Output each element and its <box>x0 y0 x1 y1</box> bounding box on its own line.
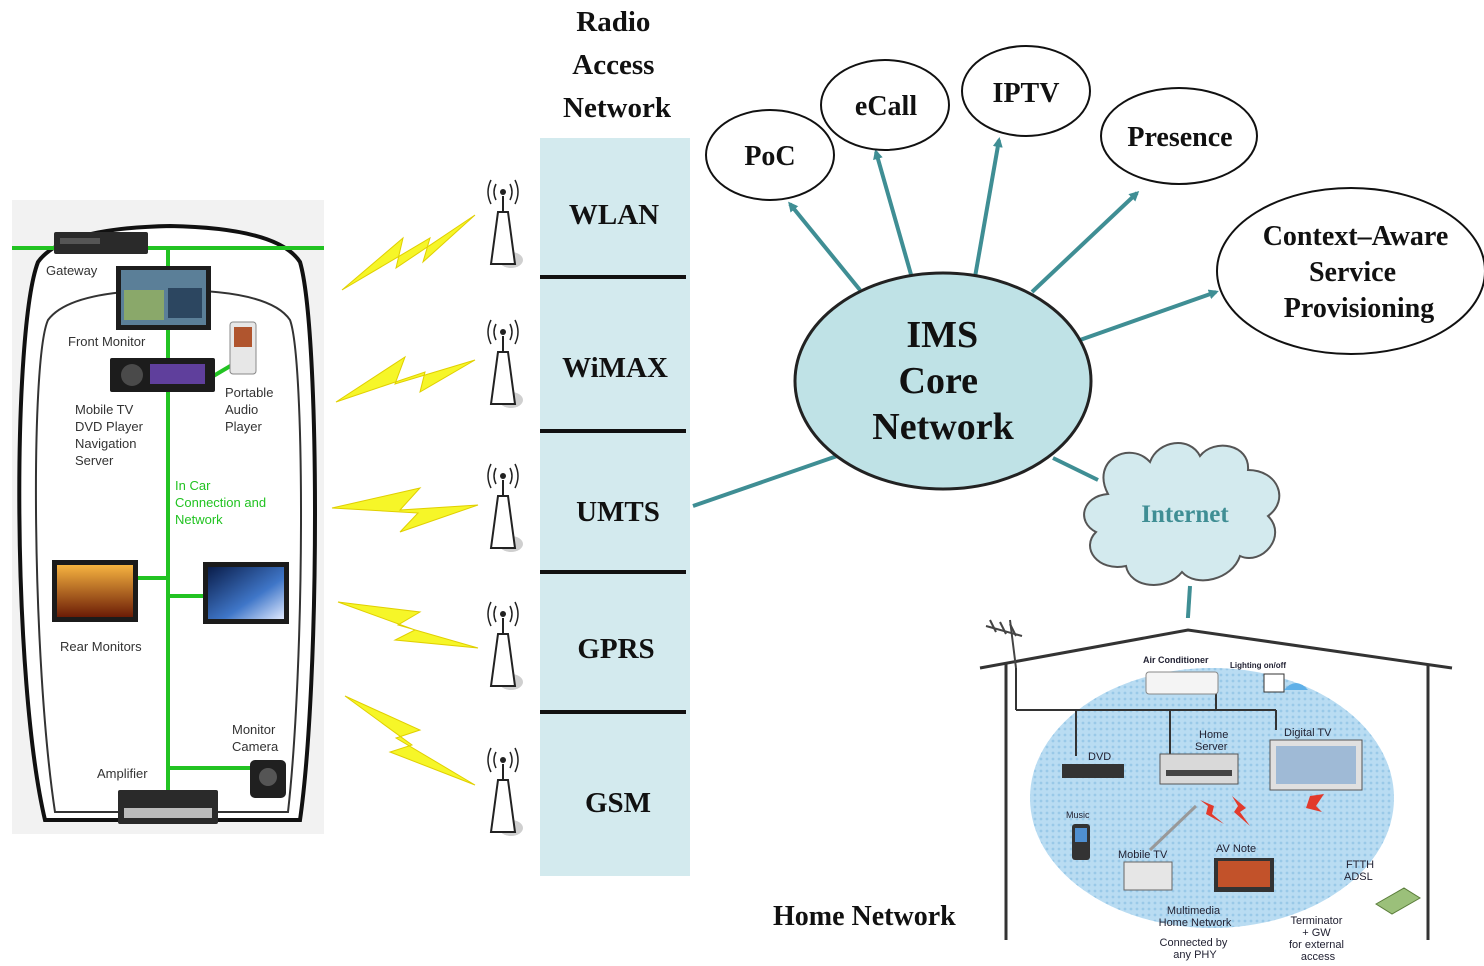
lightning-bolt-gsm <box>344 695 476 786</box>
light-switch-icon <box>1263 673 1285 693</box>
service-presence <box>1100 87 1258 185</box>
ftth-adsl-label: FTTH ADSL <box>1344 859 1377 883</box>
ims-core-label: IMS Core Network <box>872 314 1014 448</box>
service-poc-label: PoC <box>744 141 795 172</box>
service-context-aware <box>1216 187 1484 355</box>
network-label-umts: UMTS <box>576 496 660 528</box>
home-server-device <box>1159 753 1239 785</box>
terminator-label: Terminator + GW for external access <box>1289 915 1347 963</box>
antenna-icon-gprs <box>487 601 523 690</box>
lightning-bolt-gprs <box>337 601 479 649</box>
network-label-wlan: WLAN <box>569 199 659 231</box>
radio-access-network: Radio Access Network WLAN WiMAX UMTS GPR… <box>540 6 690 876</box>
service-ecall <box>820 59 950 151</box>
arrow-to-ecall <box>873 149 914 279</box>
roof-antenna-icon <box>985 619 1023 669</box>
umts-to-ims-link <box>692 453 841 508</box>
antenna-icon-umts <box>487 463 523 552</box>
service-presence-label: Presence <box>1127 122 1232 153</box>
lightning-bolt-wimax <box>335 355 476 403</box>
arrow-to-context-aware <box>1079 289 1219 342</box>
home-wireless-icon <box>1200 794 1324 826</box>
home-wiring <box>1015 668 1277 756</box>
connectors <box>692 137 1219 633</box>
ims-core-ellipse <box>793 271 1093 491</box>
internet-label: Internet <box>1141 501 1229 528</box>
lamp-icon <box>1284 683 1308 690</box>
portable-audio-label: Portable Audio Player <box>225 385 277 434</box>
gateway-device <box>54 232 148 254</box>
wireless-links <box>331 214 479 786</box>
antennas <box>487 179 523 836</box>
car-panel: Gateway Front Monitor Mobile TV DVD Play… <box>12 200 324 834</box>
mobile-tv-device <box>1123 861 1173 891</box>
service-poc <box>705 109 835 201</box>
in-car-network-label: In Car Connection and Network <box>175 478 270 527</box>
antenna-icon-wlan <box>487 179 523 268</box>
access-network-band <box>540 138 690 876</box>
gateway-label: Gateway <box>46 263 98 278</box>
monitor-camera-label: Monitor Camera <box>232 722 279 754</box>
antenna-icon-wimax <box>487 319 523 408</box>
rear-monitors-label: Rear Monitors <box>60 639 142 654</box>
internet-cloud: Internet <box>1083 442 1281 586</box>
home-network: Air Conditioner Lighting on/off DVD Home… <box>773 618 1484 966</box>
service-iptv-label: IPTV <box>993 78 1060 109</box>
mobile-tv-label: Mobile TV <box>1118 849 1168 861</box>
lightning-bolt-wlan <box>341 214 476 291</box>
network-label-gprs: GPRS <box>577 633 654 665</box>
dvd-device <box>1062 764 1124 778</box>
house-roof <box>979 628 1453 670</box>
internet-cloud-shape <box>1083 442 1281 586</box>
amplifier-label: Amplifier <box>97 766 148 781</box>
head-unit-label: Mobile TV DVD Player Navigation Server <box>75 402 147 468</box>
home-server-label: Home Server <box>1195 729 1231 753</box>
lighting-label: Lighting on/off <box>1230 661 1286 670</box>
multimedia-home-network-label: Multimedia Home Network <box>1159 905 1232 929</box>
arrow-to-poc <box>788 201 862 292</box>
connected-by-label: Connected by any PHY <box>1160 937 1231 961</box>
lightning-bolt-umts <box>331 487 479 533</box>
access-network-dividers <box>540 275 686 714</box>
service-context-aware-label: Context–Aware Service Provisioning <box>1263 221 1456 324</box>
ims-core-network: IMS Core Network <box>793 271 1093 491</box>
air-conditioner-label: Air Conditioner <box>1143 655 1209 665</box>
ims-to-internet-link <box>1052 456 1099 482</box>
av-note-label: AV Note <box>1216 843 1256 855</box>
arrow-to-iptv <box>973 137 1003 278</box>
network-label-gsm: GSM <box>585 787 651 819</box>
arrow-to-presence <box>1030 190 1140 294</box>
service-ecall-label: eCall <box>855 91 917 122</box>
terminator-device <box>1375 887 1421 915</box>
air-conditioner-device <box>1145 671 1219 695</box>
services: PoC eCall IPTV Presence Context–Aware Se… <box>705 45 1484 355</box>
service-iptv <box>961 45 1091 137</box>
dvd-label: DVD <box>1088 751 1111 763</box>
network-label-wimax: WiMAX <box>562 352 668 384</box>
radio-access-title: Radio Access Network <box>563 6 672 124</box>
front-monitor-label: Front Monitor <box>68 334 146 349</box>
digital-tv-label: Digital TV <box>1284 727 1332 739</box>
home-network-title: Home Network <box>773 901 956 932</box>
amplifier-device <box>118 790 218 824</box>
antenna-icon-gsm <box>487 747 523 836</box>
music-label: Music <box>1066 810 1090 820</box>
